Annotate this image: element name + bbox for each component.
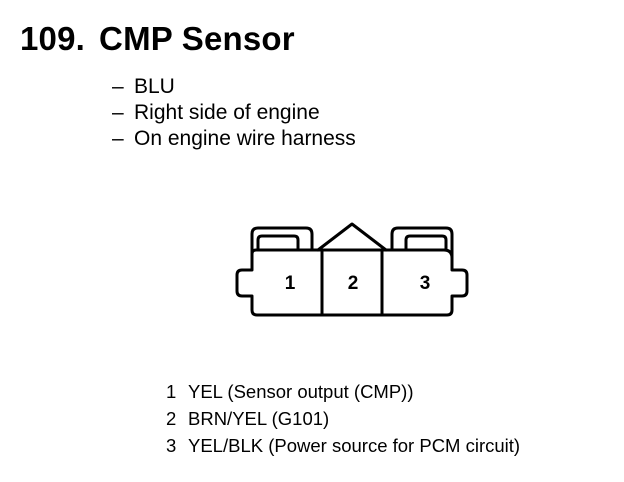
detail-text: BLU [134,75,175,98]
pin-description: BRN/YEL (G101) [188,408,330,429]
center-key [316,222,388,252]
detail-color: –BLU [112,74,356,100]
detail-text: Right side of engine [134,101,320,124]
pin-description: YEL (Sensor output (CMP)) [188,381,414,402]
pin-number: 3 [166,435,177,456]
detail-dash: – [112,127,124,150]
pin-row-1: 1 YEL (Sensor output (CMP)) [166,378,520,405]
component-name: CMP Sensor [99,20,295,57]
detail-dash: – [112,75,124,98]
pin-description: YEL/BLK (Power source for PCM circuit) [188,435,521,456]
connector-details: –BLU –Right side of engine –On engine wi… [112,74,356,152]
terminal-label-3: 3 [420,273,431,294]
detail-dash: – [112,101,124,124]
component-number: 109. [20,20,86,57]
right-lock-tab-inner [404,234,448,252]
pin-row-3: 3 YEL/BLK (Power source for PCM circuit) [166,432,520,459]
terminal-label-2: 2 [348,273,359,294]
pin-number: 2 [166,408,177,429]
right-lock-tab [390,226,454,260]
detail-harness: –On engine wire harness [112,126,356,152]
pin-row-2: 2 BRN/YEL (G101) [166,405,520,432]
connector-housing [235,248,469,317]
pin-assignment-list: 1 YEL (Sensor output (CMP)) 2 BRN/YEL (G10… [166,378,520,459]
connector-diagram: 1 2 3 [235,222,469,317]
detail-text: On engine wire harness [134,127,356,150]
terminal-label-1: 1 [285,273,296,294]
left-lock-tab [250,226,314,256]
page-title: 109. CMP Sensor [20,20,295,58]
left-lock-tab-inner [256,234,300,252]
detail-location: –Right side of engine [112,100,356,126]
pin-number: 1 [166,381,177,402]
